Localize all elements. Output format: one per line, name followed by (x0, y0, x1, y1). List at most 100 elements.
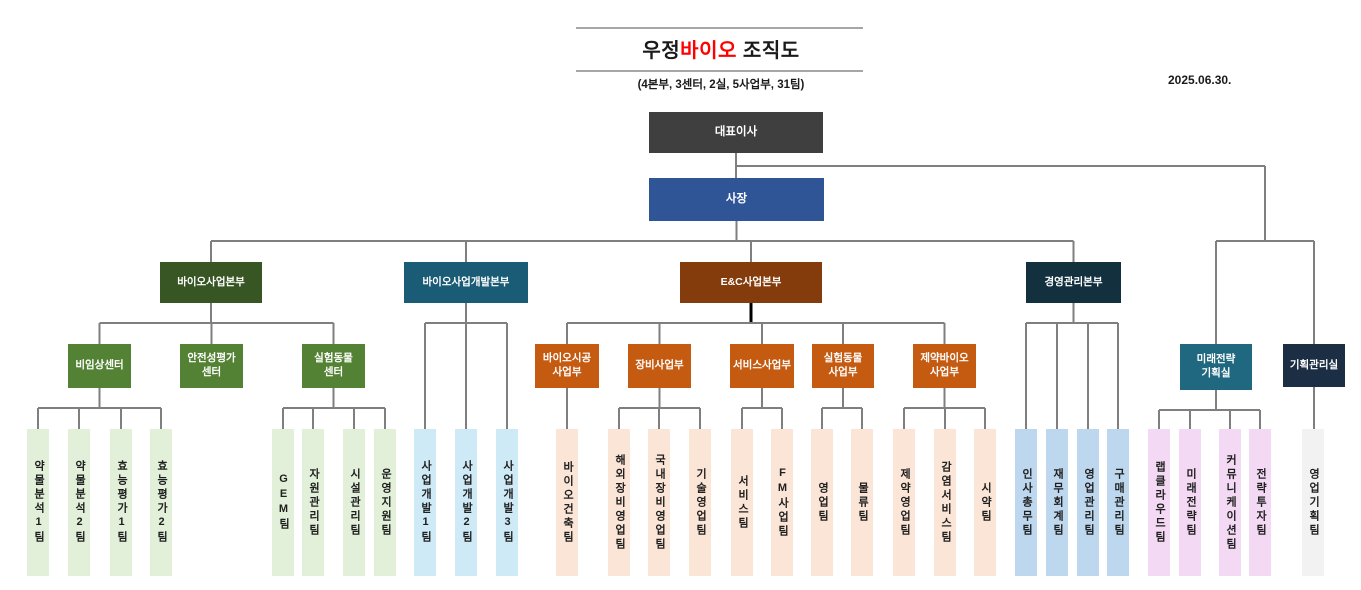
org-node-label: 실험동물 사업부 (823, 352, 863, 378)
org-node-t22: 시약팀 (974, 429, 996, 576)
org-node-label: 영업기획팀 (1307, 467, 1320, 538)
org-node-label: 해외장비영업팀 (613, 453, 626, 552)
org-node-label: 바이오건축팀 (561, 460, 574, 545)
org-node-d_biodev: 바이오사업개발본부 (404, 262, 528, 303)
org-node-pres: 사장 (649, 178, 824, 221)
org-node-t30: 전략투자팀 (1249, 429, 1271, 576)
org-node-ceo: 대표이사 (649, 112, 823, 153)
org-node-t21: 감염서비스팀 (934, 429, 956, 576)
org-node-label: 영업관리팀 (1082, 467, 1095, 538)
org-node-t15: 기술영업팀 (689, 429, 711, 576)
org-node-label: 대표이사 (714, 126, 758, 139)
org-node-label: 시설관리팀 (348, 467, 361, 538)
org-node-label: 제약바이오 사업부 (920, 352, 969, 378)
org-node-label: 실험동물 센터 (314, 352, 353, 378)
org-node-t24: 재무회계팀 (1046, 429, 1068, 576)
org-node-label: 자원관리팀 (307, 467, 320, 538)
org-node-label: 영업팀 (816, 481, 829, 524)
org-node-t19: 물류팀 (851, 429, 873, 576)
org-node-label: 감염서비스팀 (939, 460, 952, 545)
org-node-label: 기획관리실 (1289, 358, 1339, 371)
org-node-label: 사업개발2팀 (460, 460, 473, 545)
org-node-t28: 미래전략팀 (1179, 429, 1201, 576)
org-node-label: 바이오사업본부 (177, 275, 245, 288)
org-node-t18: 영업팀 (811, 429, 833, 576)
org-node-label: 약물분석2팀 (73, 460, 86, 545)
date-label: 2025.06.30. (1168, 73, 1232, 87)
org-node-t31: 영업기획팀 (1302, 429, 1324, 576)
title-text-pre: 우정 (642, 40, 681, 62)
org-node-b_bioconst: 바이오시공 사업부 (535, 344, 599, 388)
org-node-label: 전략투자팀 (1254, 467, 1267, 538)
org-node-label: FM사업팀 (776, 466, 789, 539)
org-node-label: 안전성평가 센터 (187, 352, 236, 378)
org-node-d_mgmt: 경영관리본부 (1026, 262, 1121, 303)
org-node-label: 랩클라우드팀 (1153, 460, 1166, 545)
org-node-label: 제약영업팀 (898, 467, 911, 538)
org-node-t9: 사업개발1팀 (414, 429, 436, 576)
org-node-label: 커뮤니케이션팀 (1224, 453, 1237, 552)
org-node-label: 재무회계팀 (1051, 467, 1064, 538)
org-node-t12: 바이오건축팀 (556, 429, 578, 576)
org-node-t23: 인사총무팀 (1015, 429, 1037, 576)
org-summary-subtitle: (4본부, 3센터, 2실, 5사업부, 31팀) (637, 79, 805, 91)
org-node-label: 서비스사업부 (733, 359, 791, 372)
org-node-t4: 효능평가2팀 (150, 429, 172, 576)
org-node-label: 운영지원팀 (379, 467, 392, 538)
org-node-t7: 시설관리팀 (343, 429, 365, 576)
org-node-label: 효능평가1팀 (115, 460, 128, 545)
page-title: 우정바이오 조직도 (556, 34, 886, 63)
org-node-t2: 약물분석2팀 (68, 429, 90, 576)
org-node-t16: 서비스팀 (731, 429, 753, 576)
org-node-label: GEM팀 (277, 473, 290, 532)
org-node-o_future: 미래전략 기획실 (1180, 344, 1252, 390)
org-node-t27: 랩클라우드팀 (1148, 429, 1170, 576)
org-node-label: 국내장비영업팀 (653, 453, 666, 552)
org-node-label: 구매관리팀 (1112, 467, 1125, 538)
org-node-label: 사업개발1팀 (419, 460, 432, 545)
org-node-label: 약물분석1팀 (32, 460, 45, 545)
org-node-b_labanimal: 실험동물 사업부 (812, 344, 874, 388)
title-accent-text: 바이오 (680, 40, 737, 62)
org-node-t1: 약물분석1팀 (27, 429, 49, 576)
org-node-label: 인사총무팀 (1020, 467, 1033, 538)
org-node-d_enc: E&C사업본부 (680, 262, 822, 303)
org-node-t14: 국내장비영업팀 (648, 429, 670, 576)
org-node-label: 시약팀 (979, 481, 992, 524)
org-node-label: 기술영업팀 (694, 467, 707, 538)
org-node-label: 경영관리본부 (1044, 275, 1103, 288)
org-node-c_nonclin: 비임상센터 (68, 344, 131, 388)
org-node-b_pharmabio: 제약바이오 사업부 (913, 344, 976, 388)
org-node-o_plan: 기획관리실 (1283, 344, 1345, 387)
org-node-label: 미래전략팀 (1184, 467, 1197, 538)
org-node-d_bio: 바이오사업본부 (160, 262, 262, 303)
org-node-label: 비임상센터 (75, 359, 124, 372)
org-node-label: E&C사업본부 (720, 275, 782, 288)
org-node-c_safety: 안전성평가 센터 (180, 344, 243, 388)
title-divider-bottom (576, 70, 863, 72)
org-node-t6: 자원관리팀 (302, 429, 324, 576)
title-divider-top (576, 27, 863, 29)
org-node-t8: 운영지원팀 (374, 429, 396, 576)
title-text-post: 조직도 (736, 40, 800, 62)
org-node-t3: 효능평가1팀 (110, 429, 132, 576)
org-node-t26: 구매관리팀 (1107, 429, 1129, 576)
org-node-label: 바이오시공 사업부 (542, 352, 592, 378)
org-node-label: 미래전략 기획실 (1196, 353, 1236, 379)
org-node-label: 물류팀 (856, 481, 869, 524)
org-node-label: 사장 (725, 193, 748, 206)
org-node-t10: 사업개발2팀 (455, 429, 477, 576)
org-node-c_animal: 실험동물 센터 (302, 344, 365, 388)
org-node-label: 서비스팀 (736, 474, 749, 531)
org-node-t25: 영업관리팀 (1077, 429, 1099, 576)
org-node-label: 바이오사업개발본부 (422, 275, 510, 288)
org-node-t13: 해외장비영업팀 (608, 429, 630, 576)
org-node-b_service: 서비스사업부 (730, 344, 794, 388)
org-node-label: 사업개발3팀 (501, 460, 514, 545)
org-node-label: 효능평가2팀 (155, 460, 168, 545)
org-node-t29: 커뮤니케이션팀 (1219, 429, 1241, 576)
org-node-t17: FM사업팀 (771, 429, 793, 576)
org-node-label: 장비사업부 (635, 359, 684, 372)
